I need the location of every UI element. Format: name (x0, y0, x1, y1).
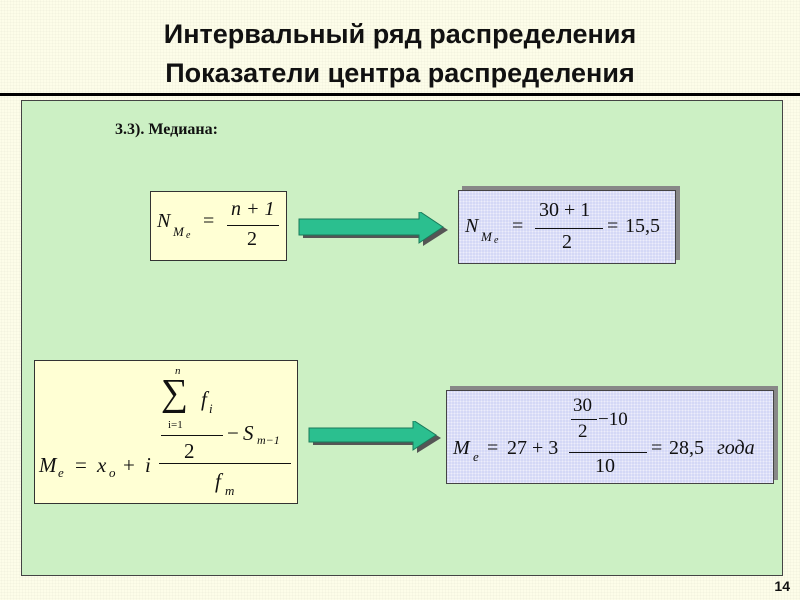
formula2-lhs-sub: e (58, 465, 64, 480)
formula2-f-m-sub: m (225, 483, 235, 498)
result2-constant: 27 + 3 (507, 437, 559, 459)
formula2-sum-lower: i=1 (168, 419, 183, 431)
formula2-main-fraction-bar (159, 463, 291, 464)
result1-value: 15,5 (625, 215, 660, 237)
arrow-right-icon-2 (308, 421, 441, 453)
title-divider (0, 93, 800, 96)
slide-title-line-1: Интервальный ряд распределения (163, 19, 637, 49)
result1-lhs-sub2: e (494, 235, 499, 246)
formula2-inner-fraction-bar (161, 435, 223, 436)
formula2-plus: + (123, 453, 135, 477)
formula1-lhs-sub: M (173, 224, 184, 239)
result1-lhs-sub: M (481, 229, 492, 244)
formula1-lhs: N (157, 210, 171, 232)
formula2-f-m: f (215, 469, 221, 493)
formula2-x-sub: o (109, 465, 116, 480)
result1-lhs: N (465, 215, 479, 237)
median-result-box: M e = 27 + 3 30 2 −10 10 = 28,5 года (446, 390, 774, 484)
result2-denominator: 10 (595, 455, 615, 477)
result1-fraction-bar (535, 228, 603, 229)
median-position-result-box: N M e = 30 + 1 2 = 15,5 (458, 190, 676, 264)
formula2-equals: = (75, 453, 87, 477)
result2-inner-fraction-bar (571, 419, 597, 420)
formula2-lhs: M (39, 453, 57, 477)
result2-lhs-sub: e (473, 449, 479, 464)
formula2-S-sub: m−1 (257, 433, 280, 447)
formula2-inner-denominator: 2 (184, 439, 195, 463)
result2-inner-numerator: 30 (573, 395, 592, 416)
formula2-x: x (97, 453, 107, 477)
result2-lhs: M (453, 437, 470, 459)
result2-equals: = (487, 437, 499, 459)
formula2-f-i-sub: i (209, 401, 213, 416)
result2-value: 28,5 (669, 437, 704, 459)
formula2-minus: − (227, 421, 239, 445)
section-subtitle: 3.3). Медиана: (115, 121, 218, 138)
slide-title-line-2: Показатели центра распределения (165, 58, 635, 88)
formula1-lhs-sub2: e (186, 230, 191, 241)
formula2-S: S (243, 421, 254, 445)
formula2-sum-symbol: ∑ (161, 372, 189, 414)
result2-unit: года (717, 437, 755, 459)
result1-equals: = (512, 215, 524, 237)
page-number: 14 (774, 578, 790, 594)
result2-main-fraction-bar (569, 452, 647, 453)
result1-equals-2: = (607, 215, 619, 237)
formula1-fraction-bar (227, 225, 279, 226)
median-position-formula-box: N M e = n + 1 2 (150, 191, 287, 261)
formula2-sum-upper: n (175, 365, 181, 377)
content-panel (21, 100, 783, 576)
formula1-equals: = (203, 210, 215, 232)
result2-equals-2: = (651, 437, 663, 459)
formula2-f-i: f (201, 387, 207, 411)
formula2-i: i (145, 453, 151, 477)
result1-numerator: 30 + 1 (539, 199, 591, 221)
result2-minus-ten: −10 (598, 409, 628, 430)
arrow-right-icon-1 (298, 212, 448, 246)
result2-inner-denominator: 2 (578, 421, 588, 442)
formula1-denominator: 2 (247, 228, 257, 250)
median-formula-box: M e = x o + i n ∑ i=1 f i 2 − S m−1 f m (34, 360, 298, 504)
result1-denominator: 2 (562, 231, 572, 253)
formula1-numerator: n + 1 (231, 198, 275, 220)
